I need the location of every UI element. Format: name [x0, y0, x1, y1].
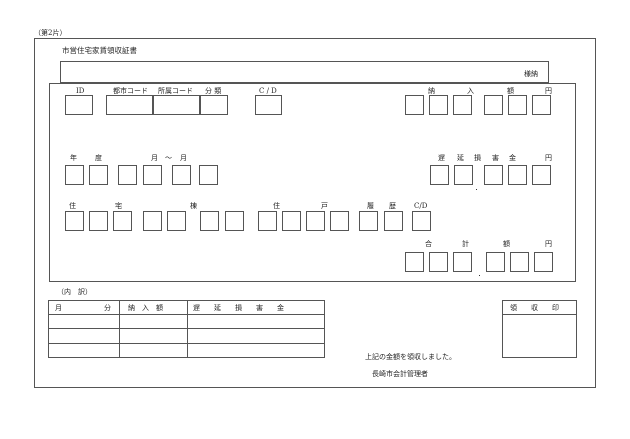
total-digit-3[interactable]: [453, 252, 472, 272]
payment-digit-4[interactable]: [484, 95, 503, 115]
office-code-field[interactable]: [153, 95, 200, 115]
payment-label-1: 納: [428, 87, 435, 95]
breakdown-header-month: 月: [55, 304, 62, 312]
unit-digit-2[interactable]: [330, 211, 349, 231]
category-label: 分 類: [205, 87, 222, 95]
residence-digit-3[interactable]: [113, 211, 132, 231]
payment-digit-3[interactable]: [453, 95, 472, 115]
id-label: ID: [76, 87, 85, 95]
total-label-2: 計: [462, 240, 469, 248]
building-digit-1[interactable]: [143, 211, 162, 231]
late-fee-label-2: 延: [457, 154, 464, 162]
payment-digit-6[interactable]: [532, 95, 551, 115]
breakdown-title: （内 訳）: [57, 288, 92, 296]
late-fee-digit-3[interactable]: [484, 165, 503, 185]
year-label: 年: [70, 154, 77, 162]
city-code-field[interactable]: [106, 95, 153, 115]
history-digit-2[interactable]: [384, 211, 403, 231]
total-label-1: 合: [425, 240, 432, 248]
year-digit-2[interactable]: [89, 165, 108, 185]
late-fee-label-4: 害: [492, 154, 499, 162]
breakdown-header-late-fee: 遅 延 損 害 金: [193, 304, 284, 312]
payment-label-4: 円: [545, 87, 552, 95]
receipt-stamp-header: 領 収 印: [510, 304, 559, 312]
late-fee-separator: [476, 189, 477, 190]
office-code-label: 所属コード: [158, 87, 193, 95]
main-input-frame: [49, 83, 576, 282]
total-digit-2[interactable]: [429, 252, 448, 272]
dwelling-digit-2[interactable]: [282, 211, 301, 231]
building-label: 棟: [190, 202, 197, 210]
payment-digit-5[interactable]: [508, 95, 527, 115]
total-separator: [479, 275, 480, 276]
history-label-1: 履: [367, 202, 374, 210]
history-digit-1[interactable]: [359, 211, 378, 231]
history-label-2: 歴: [389, 202, 396, 210]
tilde-label: 〜: [165, 154, 172, 162]
form-title: 市営住宅家賃領収証書: [62, 46, 137, 55]
dwelling-label: 住: [273, 202, 280, 210]
cd-label: C / D: [259, 87, 277, 95]
breakdown-col-divider-2: [187, 300, 188, 358]
payment-label-2: 入: [467, 87, 474, 95]
breakdown-header-divider: [48, 314, 325, 315]
breakdown-col-divider-1: [119, 300, 120, 358]
history-cd-digit[interactable]: [412, 211, 431, 231]
cd-field[interactable]: [255, 95, 282, 115]
late-fee-label-3: 損: [474, 154, 481, 162]
late-fee-digit-1[interactable]: [430, 165, 449, 185]
month-from-digit-1[interactable]: [118, 165, 137, 185]
payment-digit-2[interactable]: [429, 95, 448, 115]
total-digit-6[interactable]: [534, 252, 553, 272]
house-label: 宅: [115, 202, 122, 210]
total-digit-4[interactable]: [486, 252, 505, 272]
month-from-label: 月: [151, 154, 158, 162]
building-digit-4[interactable]: [225, 211, 244, 231]
category-field[interactable]: [200, 95, 228, 115]
breakdown-header-minute: 分: [104, 304, 111, 312]
month-to-label: 月: [180, 154, 187, 162]
period-label: 度: [95, 154, 102, 162]
header-label: 様納: [524, 70, 538, 78]
total-label-3: 額: [503, 240, 510, 248]
city-code-label: 都市コード: [113, 87, 148, 95]
late-fee-label-1: 遅: [438, 154, 445, 162]
payment-label-3: 額: [507, 87, 514, 95]
total-digit-1[interactable]: [405, 252, 424, 272]
dwelling-digit-1[interactable]: [258, 211, 277, 231]
breakdown-row-divider-2: [48, 343, 325, 344]
breakdown-row-divider-1: [48, 328, 325, 329]
late-fee-label-5: 金: [509, 154, 516, 162]
id-field[interactable]: [65, 95, 93, 115]
issuer: 長崎市会計管理者: [372, 370, 428, 378]
total-digit-5[interactable]: [510, 252, 529, 272]
receipt-note: 上記の金額を領収しました。: [365, 353, 456, 361]
header-band: [60, 61, 549, 83]
building-digit-3[interactable]: [200, 211, 219, 231]
late-fee-digit-4[interactable]: [508, 165, 527, 185]
month-from-digit-2[interactable]: [143, 165, 162, 185]
month-to-digit-1[interactable]: [172, 165, 191, 185]
total-label-4: 円: [545, 240, 552, 248]
unit-label: 戸: [321, 202, 328, 210]
residence-digit-2[interactable]: [89, 211, 108, 231]
outer-frame: [34, 38, 596, 388]
unit-digit-1[interactable]: [306, 211, 325, 231]
payment-digit-1[interactable]: [405, 95, 424, 115]
receipt-stamp-box: [502, 300, 577, 358]
breakdown-table: [48, 300, 325, 358]
history-cd-label: C/D: [414, 202, 428, 210]
receipt-stamp-divider: [502, 314, 577, 315]
late-fee-label-6: 円: [545, 154, 552, 162]
month-to-digit-2[interactable]: [199, 165, 218, 185]
page-note: （第2片）: [34, 29, 67, 37]
residence-label: 住: [69, 202, 76, 210]
late-fee-digit-2[interactable]: [454, 165, 473, 185]
breakdown-header-payment: 納 入 額: [128, 304, 163, 312]
year-digit-1[interactable]: [65, 165, 84, 185]
residence-digit-1[interactable]: [65, 211, 84, 231]
building-digit-2[interactable]: [167, 211, 186, 231]
late-fee-digit-5[interactable]: [532, 165, 551, 185]
